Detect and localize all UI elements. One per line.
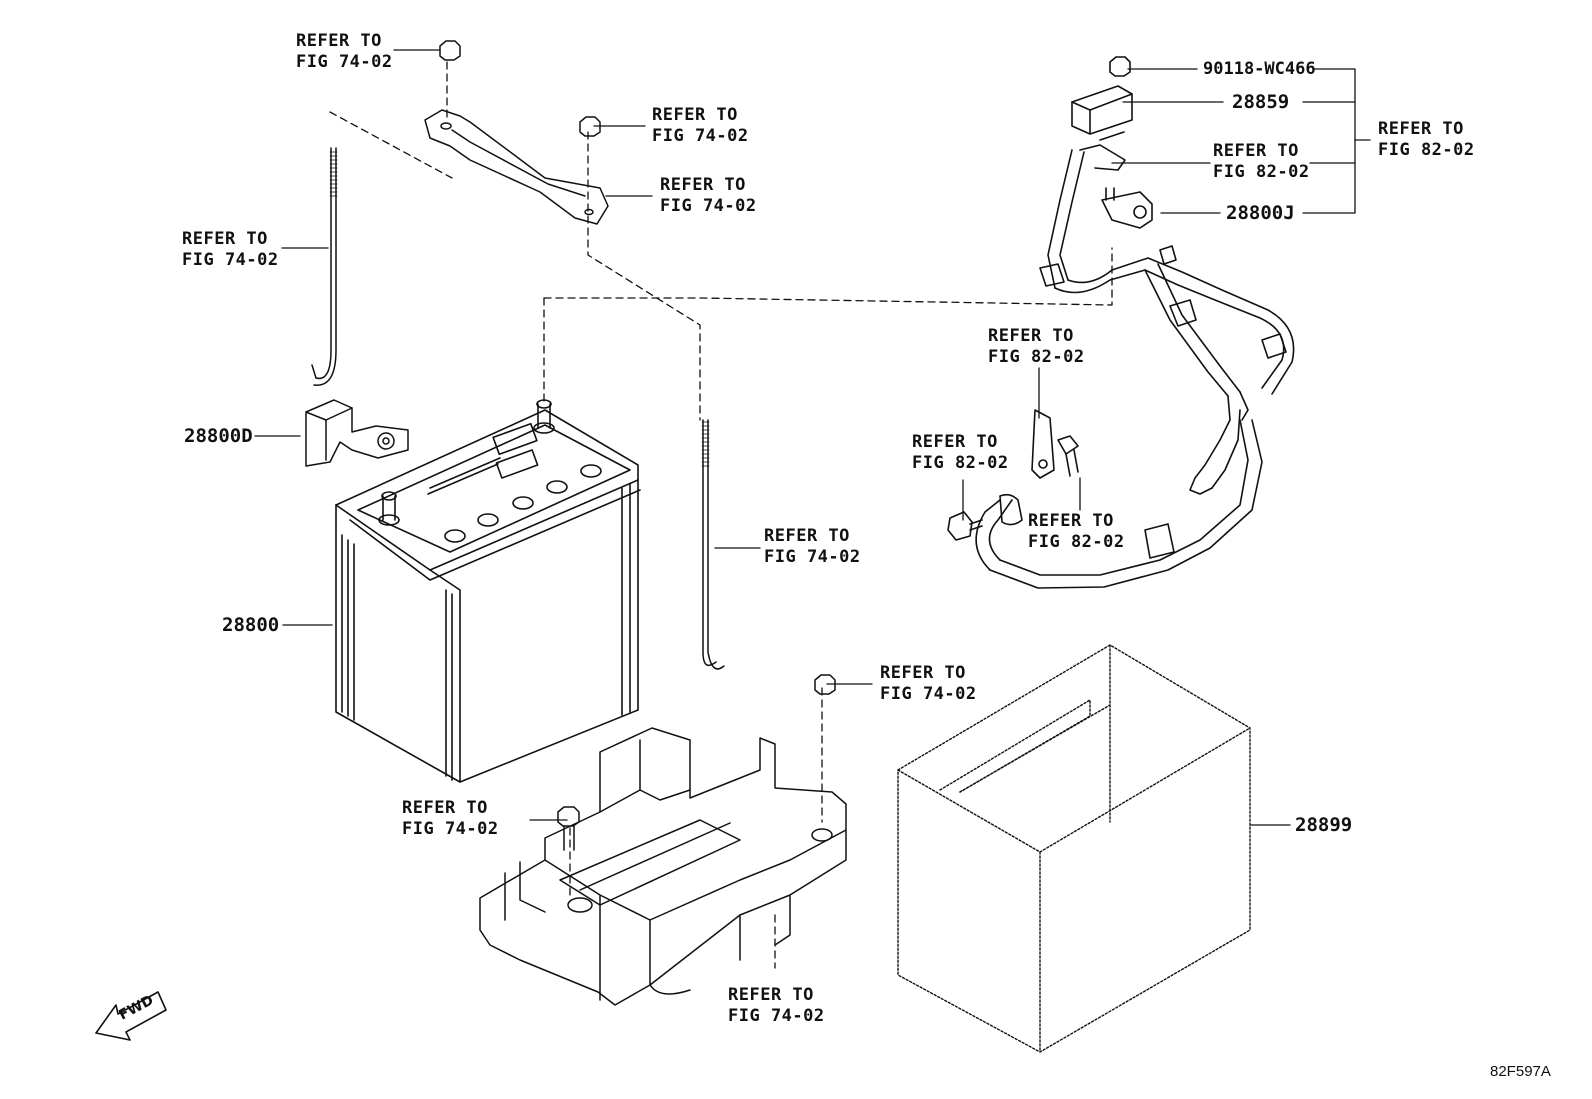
terminal-cover-drawing bbox=[305, 399, 409, 467]
fig-line: FIG 74-02 bbox=[660, 196, 757, 216]
ref-line: REFER TO bbox=[1213, 141, 1299, 161]
battery-drawing bbox=[335, 399, 641, 783]
fwd-arrow-icon bbox=[95, 991, 167, 1041]
hold-down-rods bbox=[311, 147, 725, 670]
ref-line: REFER TO bbox=[1028, 511, 1114, 531]
dashed-assembly-lines bbox=[329, 61, 1113, 969]
ref-line: REFER TO bbox=[402, 798, 488, 818]
fig-line: FIG 82-02 bbox=[912, 453, 1009, 473]
battery-tray-drawing bbox=[479, 727, 847, 1006]
ref-line: REFER TO bbox=[880, 663, 966, 683]
fig-line: FIG 74-02 bbox=[182, 250, 279, 270]
tray-fasteners bbox=[557, 674, 836, 851]
hold-down-clamp bbox=[424, 40, 609, 225]
ref-line: REFER TO bbox=[296, 31, 382, 51]
part-number-terminal[interactable]: 28800J bbox=[1226, 202, 1295, 224]
fig-line: FIG 74-02 bbox=[652, 126, 749, 146]
ref-line: REFER TO bbox=[652, 105, 738, 125]
ref-line: REFER TO bbox=[660, 175, 746, 195]
fig-line: FIG 74-02 bbox=[880, 684, 977, 704]
fig-line: FIG 82-02 bbox=[1028, 532, 1125, 552]
fig-line: FIG 82-02 bbox=[1378, 140, 1475, 160]
part-number-battery[interactable]: 28800 bbox=[222, 614, 280, 636]
part-number-insulator[interactable]: 28899 bbox=[1295, 814, 1353, 836]
rod-threads bbox=[329, 151, 710, 467]
leader-lines bbox=[254, 49, 1371, 826]
fig-line: FIG 82-02 bbox=[1213, 162, 1310, 182]
fig-line: FIG 74-02 bbox=[296, 52, 393, 72]
part-number-terminal-cover[interactable]: 28800D bbox=[184, 425, 253, 447]
battery-cable-harness bbox=[947, 56, 1295, 589]
part-number-nut[interactable]: 90118-WC466 bbox=[1203, 59, 1316, 79]
ref-line: REFER TO bbox=[182, 229, 268, 249]
fig-line: FIG 82-02 bbox=[988, 347, 1085, 367]
fig-line: FIG 74-02 bbox=[764, 547, 861, 567]
ref-line: REFER TO bbox=[764, 526, 850, 546]
figure-code: 82F597A bbox=[1490, 1063, 1551, 1080]
fig-line: FIG 74-02 bbox=[728, 1006, 825, 1026]
insulator-box-drawing bbox=[897, 644, 1251, 1053]
ref-line: REFER TO bbox=[912, 432, 998, 452]
ref-line: REFER TO bbox=[728, 985, 814, 1005]
ref-line: REFER TO bbox=[988, 326, 1074, 346]
part-number-cover[interactable]: 28859 bbox=[1232, 91, 1290, 113]
fig-line: FIG 74-02 bbox=[402, 819, 499, 839]
ref-line: REFER TO bbox=[1378, 119, 1464, 139]
